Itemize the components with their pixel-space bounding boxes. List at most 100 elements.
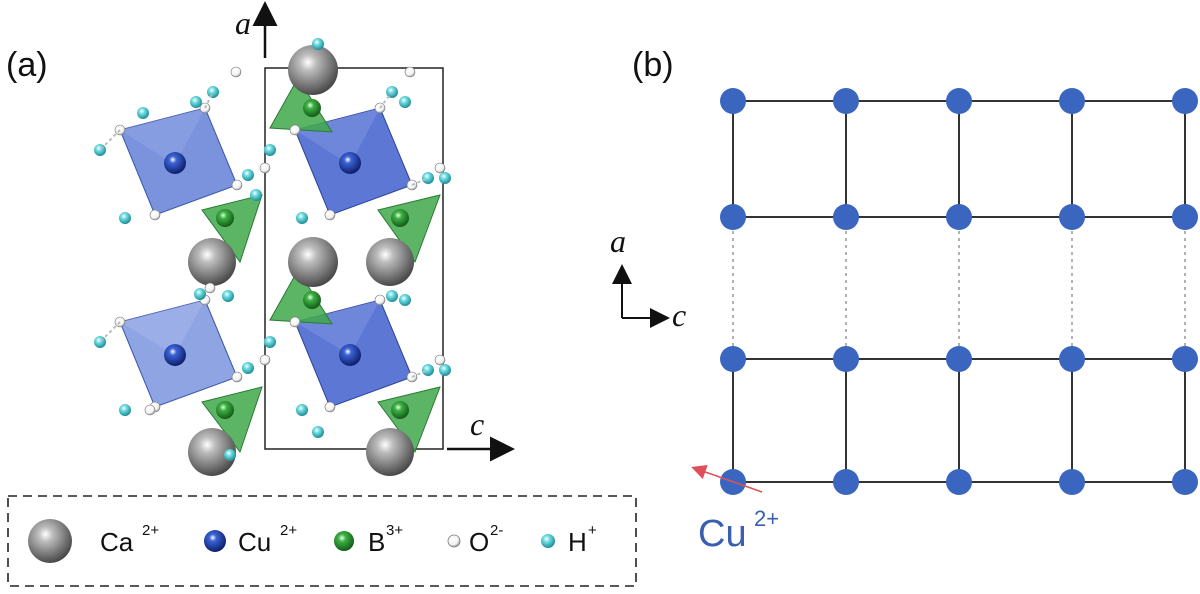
cu-atom xyxy=(339,344,361,366)
h-atom xyxy=(386,290,398,302)
cu-node xyxy=(946,204,972,230)
legend-b-charge: 3+ xyxy=(386,522,403,539)
oh-bond xyxy=(99,129,121,151)
legend-h-charge: + xyxy=(588,522,597,539)
legend-item-o: O 2- xyxy=(447,522,503,557)
legend-ca-charge: 2+ xyxy=(142,522,159,539)
panel-a: (a) a c xyxy=(6,1,515,476)
borate-triangles xyxy=(201,77,441,454)
cu-atom xyxy=(164,344,186,366)
cu-node xyxy=(833,346,859,372)
cu-node xyxy=(1172,469,1198,495)
cu-node xyxy=(1059,346,1085,372)
cu-node xyxy=(946,469,972,495)
panel-a-label: (a) xyxy=(6,46,48,84)
h-atom xyxy=(312,426,324,438)
legend-o-charge: 2- xyxy=(490,522,503,539)
legend-item-b: B 3+ xyxy=(334,522,403,557)
b-atom xyxy=(303,99,321,117)
cu-node xyxy=(946,88,972,114)
oh-bond xyxy=(411,177,429,186)
legend: Ca 2+ Cu 2+ B 3+ O 2- H + xyxy=(7,495,637,587)
panel-a-axis-c: c xyxy=(447,406,515,462)
cu-node xyxy=(833,469,859,495)
cu-node xyxy=(1059,469,1085,495)
unit-cell xyxy=(264,67,444,450)
o-atom xyxy=(149,209,161,221)
legend-o-symbol: O xyxy=(469,527,489,557)
h-atom xyxy=(296,404,308,416)
h-atom xyxy=(224,449,236,461)
cu-node xyxy=(1172,204,1198,230)
h-atom xyxy=(264,336,276,348)
panel-b: (b) a c Cu 2+ xyxy=(610,46,1198,555)
octahedron-3-face xyxy=(120,300,205,355)
h-atom xyxy=(207,86,219,98)
h-atom xyxy=(399,96,411,108)
h-atom xyxy=(422,172,434,184)
axis-c-label: c xyxy=(470,406,484,442)
h-atom xyxy=(119,212,131,224)
o-atom xyxy=(230,66,242,78)
o-atom xyxy=(231,371,243,383)
legend-ca-swatch xyxy=(28,519,72,563)
legend-item-cu: Cu 2+ xyxy=(204,522,297,557)
o-atoms xyxy=(114,66,446,416)
legend-cu-charge: 2+ xyxy=(280,522,297,539)
legend-cu-swatch xyxy=(204,530,226,552)
panel-a-axis-a: a xyxy=(235,1,278,58)
cu-node xyxy=(720,204,746,230)
legend-item-h: H + xyxy=(541,522,597,557)
h-atom xyxy=(137,107,149,119)
cu-atoms xyxy=(164,152,361,366)
cu-pointer: Cu 2+ xyxy=(691,464,779,555)
cu-node xyxy=(1172,346,1198,372)
h-atom xyxy=(250,189,262,201)
b-atoms xyxy=(216,99,409,419)
h-atom xyxy=(194,288,206,300)
h-atom xyxy=(242,362,254,374)
h-atom xyxy=(399,294,411,306)
borate-triangle-6 xyxy=(377,386,441,454)
b-atom xyxy=(391,401,409,419)
oh-bonds xyxy=(99,91,429,378)
o-atom xyxy=(259,354,271,366)
o-atom xyxy=(324,401,336,413)
b-atom xyxy=(216,401,234,419)
legend-cu-symbol: Cu xyxy=(238,527,271,557)
panel-b-label: (b) xyxy=(632,46,674,84)
legend-o-swatch xyxy=(447,534,461,548)
ca-atom xyxy=(366,238,414,286)
ca-atoms xyxy=(188,45,414,476)
h-atom xyxy=(422,364,434,376)
panel-b-axis-c-label: c xyxy=(672,297,686,333)
h-atom xyxy=(264,144,276,156)
legend-h-swatch xyxy=(541,534,555,548)
legend-item-ca: Ca 2+ xyxy=(28,519,159,563)
o-atom xyxy=(259,162,271,174)
o-atom xyxy=(204,282,216,294)
panel-b-axes: a c xyxy=(610,223,686,333)
borate-triangle-2 xyxy=(201,194,263,264)
h-atom xyxy=(222,290,234,302)
cu-node xyxy=(833,88,859,114)
octahedron-2-face xyxy=(295,108,380,165)
borate-triangle-5 xyxy=(201,386,263,454)
legend-b-swatch xyxy=(334,531,354,551)
legend-b-symbol: B xyxy=(368,527,385,557)
oh-bond xyxy=(411,369,429,378)
cu-node xyxy=(1059,88,1085,114)
oh-bond xyxy=(204,91,214,109)
cu-node xyxy=(1059,204,1085,230)
o-atom xyxy=(434,162,446,174)
cu-node xyxy=(720,346,746,372)
b-atom xyxy=(303,291,321,309)
borate-triangle-3 xyxy=(377,194,441,264)
cu-lattice xyxy=(720,88,1198,495)
ca-atom xyxy=(188,238,236,286)
o-atom xyxy=(289,316,301,328)
h-atom xyxy=(242,169,254,181)
ca-atom xyxy=(366,428,414,476)
cu-atom xyxy=(339,152,361,174)
